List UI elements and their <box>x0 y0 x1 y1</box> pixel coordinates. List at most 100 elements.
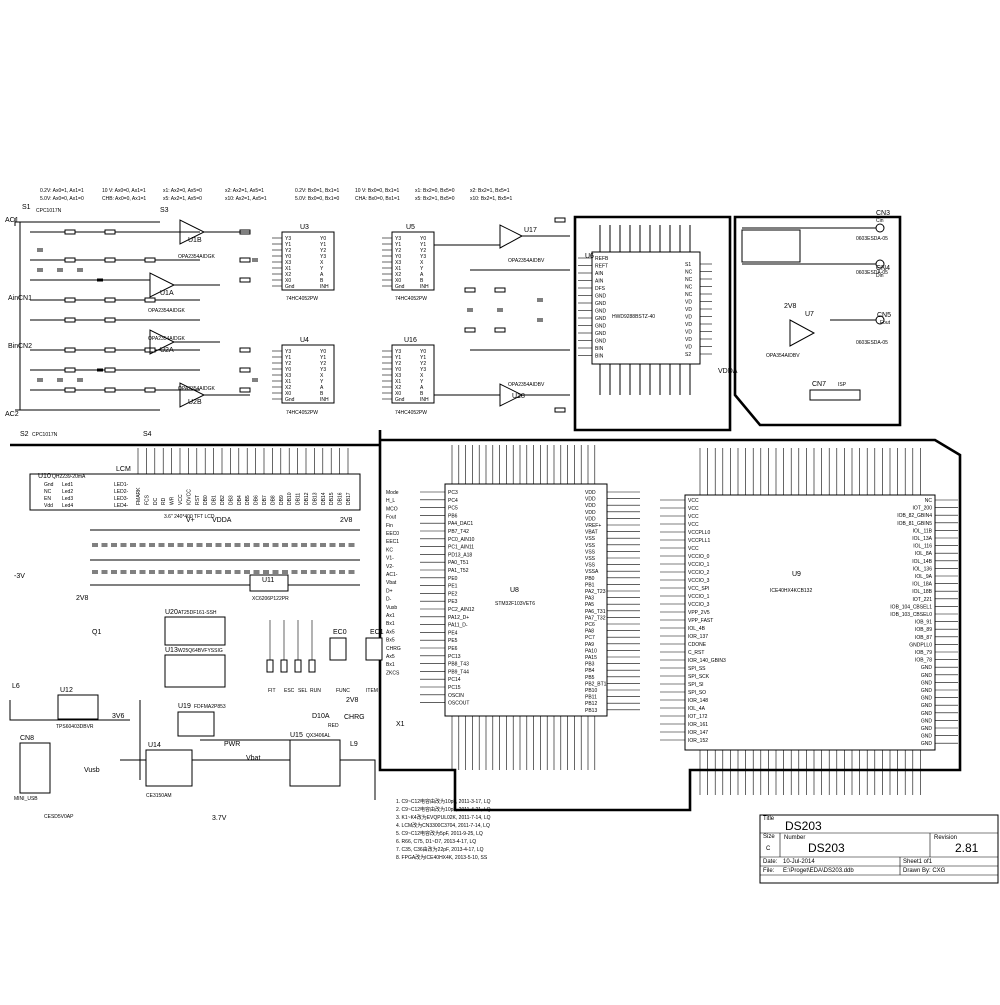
fpga-pin: SPI_SI <box>688 682 704 688</box>
mcu-pin: PE5 <box>448 638 458 644</box>
fpga-pin: IOL_13A <box>912 536 932 542</box>
s2-label: S2 <box>20 431 29 438</box>
lcd-pin: RD <box>161 497 167 505</box>
mux-pin: A <box>320 385 324 391</box>
truth-2b: 5.0V: Bx0=0, Bx1=0 <box>295 196 340 202</box>
resistor <box>104 257 116 263</box>
capacitor <box>272 570 279 574</box>
mcu-pin: PB3 <box>585 662 595 668</box>
output-region-border <box>733 215 902 427</box>
lcd-pin: Gnd <box>44 482 54 488</box>
fpga-pin: GNDPLL0 <box>909 642 932 648</box>
esd-1: 0603ESDA-05 <box>856 236 888 242</box>
fpga-pin: VCCIO_3 <box>688 602 710 608</box>
fpga-pin: GND <box>921 673 933 679</box>
capacitor <box>37 248 43 252</box>
mcu-pin: PA9 <box>585 642 594 648</box>
u9-body <box>684 494 936 751</box>
mcu-pin: PA10 <box>585 648 597 654</box>
u16-body <box>391 344 435 404</box>
mcu-pin: PB9_T44 <box>448 669 469 675</box>
note-2: 2. C9~C12电容由改为10pF, 2011-4-21, LQ <box>396 806 491 813</box>
cpc-1: CPC1017N <box>36 208 62 214</box>
mcu-pin: PE6 <box>448 646 458 652</box>
lcd-pin: Vdd <box>44 503 53 509</box>
capacitor <box>291 570 298 574</box>
resistor <box>64 387 76 393</box>
mux-pin: Y3 <box>420 367 426 373</box>
opamp-symbol <box>179 219 206 245</box>
fpga-pin: VCC <box>688 514 699 520</box>
truth-1g: x2: Ax2=1, Ax5=1 <box>225 188 264 194</box>
mux-pin: X3 <box>395 373 401 379</box>
mux-pin: Y1 <box>285 242 291 248</box>
fpga-pin: IOB_79 <box>915 650 932 656</box>
keys <box>266 620 383 673</box>
ac1-label: AC1 <box>5 217 19 224</box>
u12-part: TPS60403DBVR <box>56 724 94 730</box>
resistor <box>239 387 251 393</box>
capacitor <box>120 570 127 574</box>
u17-symbol <box>499 224 524 249</box>
adc-pin: VD <box>685 322 692 328</box>
u13-part: W25Q64BVFYSSIG <box>178 648 223 654</box>
truth-2e: x1: Bx2=0, Bx5=0 <box>415 188 455 194</box>
mcu-pin: PA6_T31 <box>585 609 606 615</box>
resistor <box>64 347 76 353</box>
mux-pin: INH <box>320 284 329 290</box>
mux-pin: B <box>320 278 324 284</box>
mux-pin: B <box>420 278 424 284</box>
fpga-pin: VCC <box>688 546 699 552</box>
note-1: 1. C9~C12电容由改为10pF, 2011-3-17, LQ <box>396 798 491 805</box>
u11-body <box>249 574 289 592</box>
capacitor <box>252 378 258 382</box>
mcu-part: STM32F103VET6 <box>495 601 535 607</box>
lcd-pin: Led1 <box>62 482 73 488</box>
fpga-pin: IOB_91 <box>915 620 932 626</box>
adc-pin: VD <box>685 315 692 321</box>
capacitor <box>348 543 355 547</box>
din-label: Din <box>876 273 884 279</box>
adc-bottom-leads <box>599 364 691 395</box>
u5-body <box>391 231 435 291</box>
mux-pin: Y3 <box>320 367 326 373</box>
mcu-net: Ax1 <box>386 613 395 619</box>
mux-pin: Y0 <box>395 254 401 260</box>
fpga-pin: SPI_SS <box>688 666 706 672</box>
vbat-label: Vbat <box>246 755 260 762</box>
mux-pin: Y3 <box>395 236 401 242</box>
fpga-pin: VCCIO_1 <box>688 562 710 568</box>
usb-body <box>19 742 51 794</box>
resistor <box>144 297 156 303</box>
mux-pin: Y0 <box>395 367 401 373</box>
lcd-connector-body <box>29 473 361 511</box>
fpga-pin: IOL_4B <box>688 626 706 632</box>
adc-pin: S2 <box>685 352 691 358</box>
fpga-pin: GND <box>921 711 933 717</box>
cin-label: Cin <box>876 218 884 224</box>
mcu-pin: PE1 <box>448 584 458 590</box>
u12-body <box>57 694 99 720</box>
mux-pin: Y2 <box>420 361 426 367</box>
ec0-label: EC0 <box>333 629 347 636</box>
vusb-label: Vusb <box>84 767 100 774</box>
adc-pin: DFS <box>595 286 606 292</box>
mux-pin: Y2 <box>285 248 291 254</box>
mcu-pin: PB11 <box>585 695 597 701</box>
lcd-pin: DB12 <box>304 492 310 505</box>
cn2-label: CN2 <box>18 343 32 350</box>
mux-pin: X <box>420 373 424 379</box>
lcd-pin: DB13 <box>312 492 318 505</box>
mcu-pin: PC6 <box>585 622 595 628</box>
u4-part: 74HC4052PW <box>286 410 318 416</box>
resistor <box>64 317 76 323</box>
mcu-pin: PB5 <box>585 675 595 681</box>
u19-part: FDFMA2P853 <box>194 704 226 710</box>
mcu-pin: VDD <box>585 503 596 509</box>
adc-pin: NC <box>685 292 693 298</box>
mux-pin: X3 <box>285 373 291 379</box>
fpga-pin: VCC <box>688 522 699 528</box>
capacitor <box>187 543 193 547</box>
adc-pin: NC <box>685 277 693 283</box>
drawn-by: Drawn By: CXG <box>903 868 946 874</box>
